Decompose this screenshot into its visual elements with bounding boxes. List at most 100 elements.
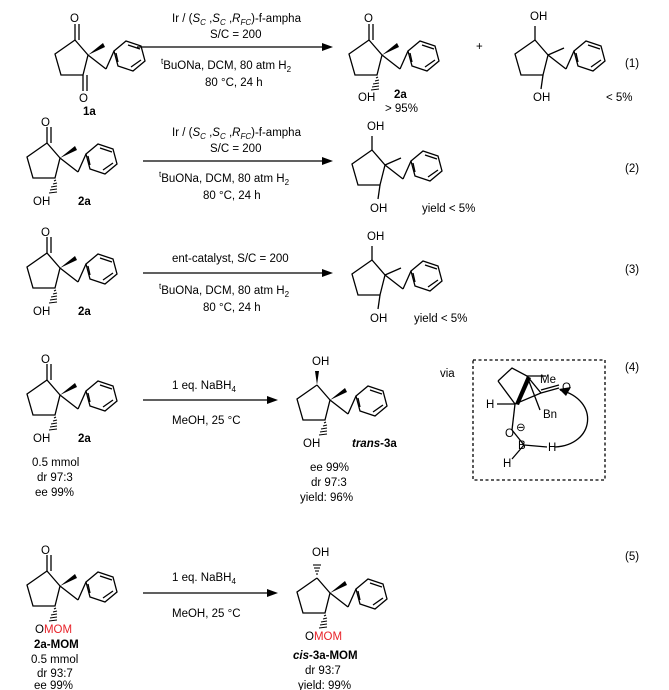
ts-h-right: H bbox=[548, 442, 556, 454]
eq4-sm-info-3: ee 99% bbox=[35, 487, 74, 499]
eq4-reagent-label: 1 eq. NaBH4 bbox=[172, 380, 236, 394]
eq1-starting-material: O O 1a bbox=[54, 13, 146, 118]
eq1-base-label: tBuONa, DCM, 80 atm H2 bbox=[161, 57, 292, 74]
eq3-arrow-group: ent-catalyst, S/C = 200 tBuONa, DCM, 80 … bbox=[143, 253, 333, 314]
eq3-temp-label: 80 °C, 24 h bbox=[203, 302, 261, 314]
eq2-sm-o: O bbox=[41, 117, 50, 129]
eq2-catalyst-label: Ir / (SC ,SC ,RFC)-f-ampha bbox=[172, 127, 302, 141]
eq2-base-label: tBuONa, DCM, 80 atm H2 bbox=[159, 170, 290, 187]
eq3-sm-label: 2a bbox=[78, 306, 91, 318]
ts-dashed-frame bbox=[472, 359, 606, 481]
eq5-starting-material-2a-mom: O OMOM 2a-MOM 0.5 mmol dr 93:7 ee 99% bbox=[26, 545, 118, 690]
eq1-side-yield: < 5% bbox=[606, 92, 633, 104]
eq-number-5: (5) bbox=[625, 551, 639, 563]
eq1-catalyst-label: Ir / (SC ,SC ,RFC)-f-ampha bbox=[172, 13, 302, 27]
eq3-sm-o: O bbox=[41, 227, 50, 239]
ts-o-carbonyl: O bbox=[562, 382, 571, 394]
eq5-sm-info-2: dr 93:7 bbox=[37, 668, 73, 680]
eq4-sm-info-1: 0.5 mmol bbox=[32, 457, 79, 469]
eq1-sc-ratio: S/C = 200 bbox=[210, 29, 261, 41]
eq2-prod-oh-bottom: OH bbox=[370, 203, 387, 215]
eq5-prod-label: cis-3a-MOM bbox=[293, 650, 358, 662]
eq3-starting-material: O OH 2a bbox=[26, 227, 118, 318]
eq4-solvent-label: MeOH, 25 °C bbox=[172, 415, 241, 427]
eq1-arrowhead bbox=[322, 43, 333, 51]
eq1-prod-yield: > 95% bbox=[385, 103, 418, 115]
eq3-product-diol: OH OH yield < 5% bbox=[351, 231, 467, 325]
eq1-product-2a: O OH 2a > 95% bbox=[348, 13, 440, 115]
ts-b: B bbox=[518, 440, 526, 452]
eq2-prod-oh-top: OH bbox=[367, 121, 384, 133]
eq5-prod-oh-top: OH bbox=[312, 547, 329, 559]
eq4-starting-material: O OH 2a 0.5 mmol dr 97:3 ee 99% bbox=[26, 354, 118, 499]
eq5-arrow-group: 1 eq. NaBH4 MeOH, 25 °C bbox=[143, 572, 278, 620]
ts-bn: Bn bbox=[543, 409, 557, 421]
eq5-prod-omom: OMOM bbox=[305, 631, 342, 643]
eq4-arrow-group: 1 eq. NaBH4 MeOH, 25 °C bbox=[143, 380, 278, 427]
eq1-sm-label: 1a bbox=[83, 106, 96, 118]
eq-number-4: (4) bbox=[625, 362, 639, 374]
eq4-prod-info-2: dr 97:3 bbox=[311, 477, 347, 489]
eq-number-2: (2) bbox=[625, 163, 639, 175]
eq1-prod-o: O bbox=[364, 13, 373, 25]
eq5-sm-info-3: ee 99% bbox=[34, 680, 73, 690]
eq5-sm-info-1: 0.5 mmol bbox=[31, 654, 78, 666]
eq5-sm-o: O bbox=[41, 545, 50, 557]
ts-h-left: H bbox=[503, 458, 511, 470]
eq1-side-product-diol: OH OH < 5% bbox=[514, 11, 633, 104]
eq3-base-label: tBuONa, DCM, 80 atm H2 bbox=[159, 282, 290, 299]
eq5-sm-label: 2a-MOM bbox=[34, 639, 79, 651]
eq4-arrowhead bbox=[267, 396, 278, 404]
ts-me: Me bbox=[540, 374, 556, 386]
eq2-sc-ratio: S/C = 200 bbox=[210, 143, 261, 155]
eq1-plus: + bbox=[476, 41, 483, 53]
eq2-starting-material: O OH 2a bbox=[26, 117, 118, 208]
eq3-yield: yield < 5% bbox=[414, 313, 467, 325]
eq1-side-oh-top: OH bbox=[530, 11, 547, 23]
eq2-product-diol: OH OH yield < 5% bbox=[351, 121, 475, 215]
eq4-sm-oh: OH bbox=[33, 433, 50, 445]
eq5-prod-info-1: dr 93:7 bbox=[305, 665, 341, 677]
eq3-arrowhead bbox=[322, 269, 333, 277]
eq4-prod-info-1: ee 99% bbox=[310, 462, 349, 474]
eq5-reagent-label: 1 eq. NaBH4 bbox=[172, 572, 236, 586]
eq2-sm-label: 2a bbox=[78, 196, 91, 208]
eq5-arrowhead bbox=[267, 589, 278, 597]
eq1-arrow-group: Ir / (SC ,SC ,RFC)-f-ampha S/C = 200 tBu… bbox=[137, 13, 333, 89]
eq3-sm-oh: OH bbox=[33, 306, 50, 318]
eq4-prod-oh-top: OH bbox=[312, 356, 329, 368]
eq1-prod-label: 2a bbox=[394, 89, 407, 101]
eq4-sm-info-2: dr 97:3 bbox=[37, 472, 73, 484]
ts-o-alkoxide: O bbox=[505, 428, 514, 440]
eq2-temp-label: 80 °C, 24 h bbox=[203, 190, 261, 202]
eq4-via: via bbox=[440, 368, 455, 380]
eq2-sm-oh: OH bbox=[33, 196, 50, 208]
eq1-side-oh-bottom: OH bbox=[533, 92, 550, 104]
eq2-yield: yield < 5% bbox=[422, 203, 475, 215]
eq4-sm-o: O bbox=[41, 354, 50, 366]
eq5-prod-info-2: yield: 99% bbox=[298, 680, 351, 690]
eq4-product-trans-3a: OH OH trans-3a ee 99% dr 97:3 yield: 96% bbox=[296, 356, 397, 504]
eq4-sm-label: 2a bbox=[78, 433, 91, 445]
eq3-prod-oh-top: OH bbox=[367, 231, 384, 243]
eq5-sm-omom: OMOM bbox=[35, 624, 72, 636]
mom-red: MOM bbox=[44, 624, 72, 636]
eq5-solvent-label: MeOH, 25 °C bbox=[172, 608, 241, 620]
eq-number-3: (3) bbox=[625, 264, 639, 276]
ts-minus: ⊖ bbox=[516, 422, 526, 434]
eq2-arrowhead bbox=[322, 157, 333, 165]
eq2-arrow-group: Ir / (SC ,SC ,RFC)-f-ampha S/C = 200 tBu… bbox=[143, 127, 333, 202]
ts-h-ring: H bbox=[486, 399, 494, 411]
eq5-product-cis-3a-mom: OH OMOM cis-3a-MOM dr 93:7 yield: 99% bbox=[293, 547, 388, 690]
eq4-prod-oh-bottom: OH bbox=[303, 438, 320, 450]
eq4-transition-state-box: Me O Bn H O B ⊖ H H bbox=[472, 359, 606, 481]
eq3-prod-oh-bottom: OH bbox=[370, 313, 387, 325]
eq3-catalyst-label: ent-catalyst, S/C = 200 bbox=[172, 253, 289, 265]
eq1-sm-o-top: O bbox=[70, 13, 79, 25]
eq-number-1: (1) bbox=[625, 58, 639, 70]
eq1-prod-oh: OH bbox=[358, 92, 375, 104]
eq4-prod-label: trans-3a bbox=[352, 438, 397, 450]
eq1-sm-o-bottom: O bbox=[79, 93, 88, 105]
eq4-prod-info-3: yield: 96% bbox=[300, 492, 353, 504]
